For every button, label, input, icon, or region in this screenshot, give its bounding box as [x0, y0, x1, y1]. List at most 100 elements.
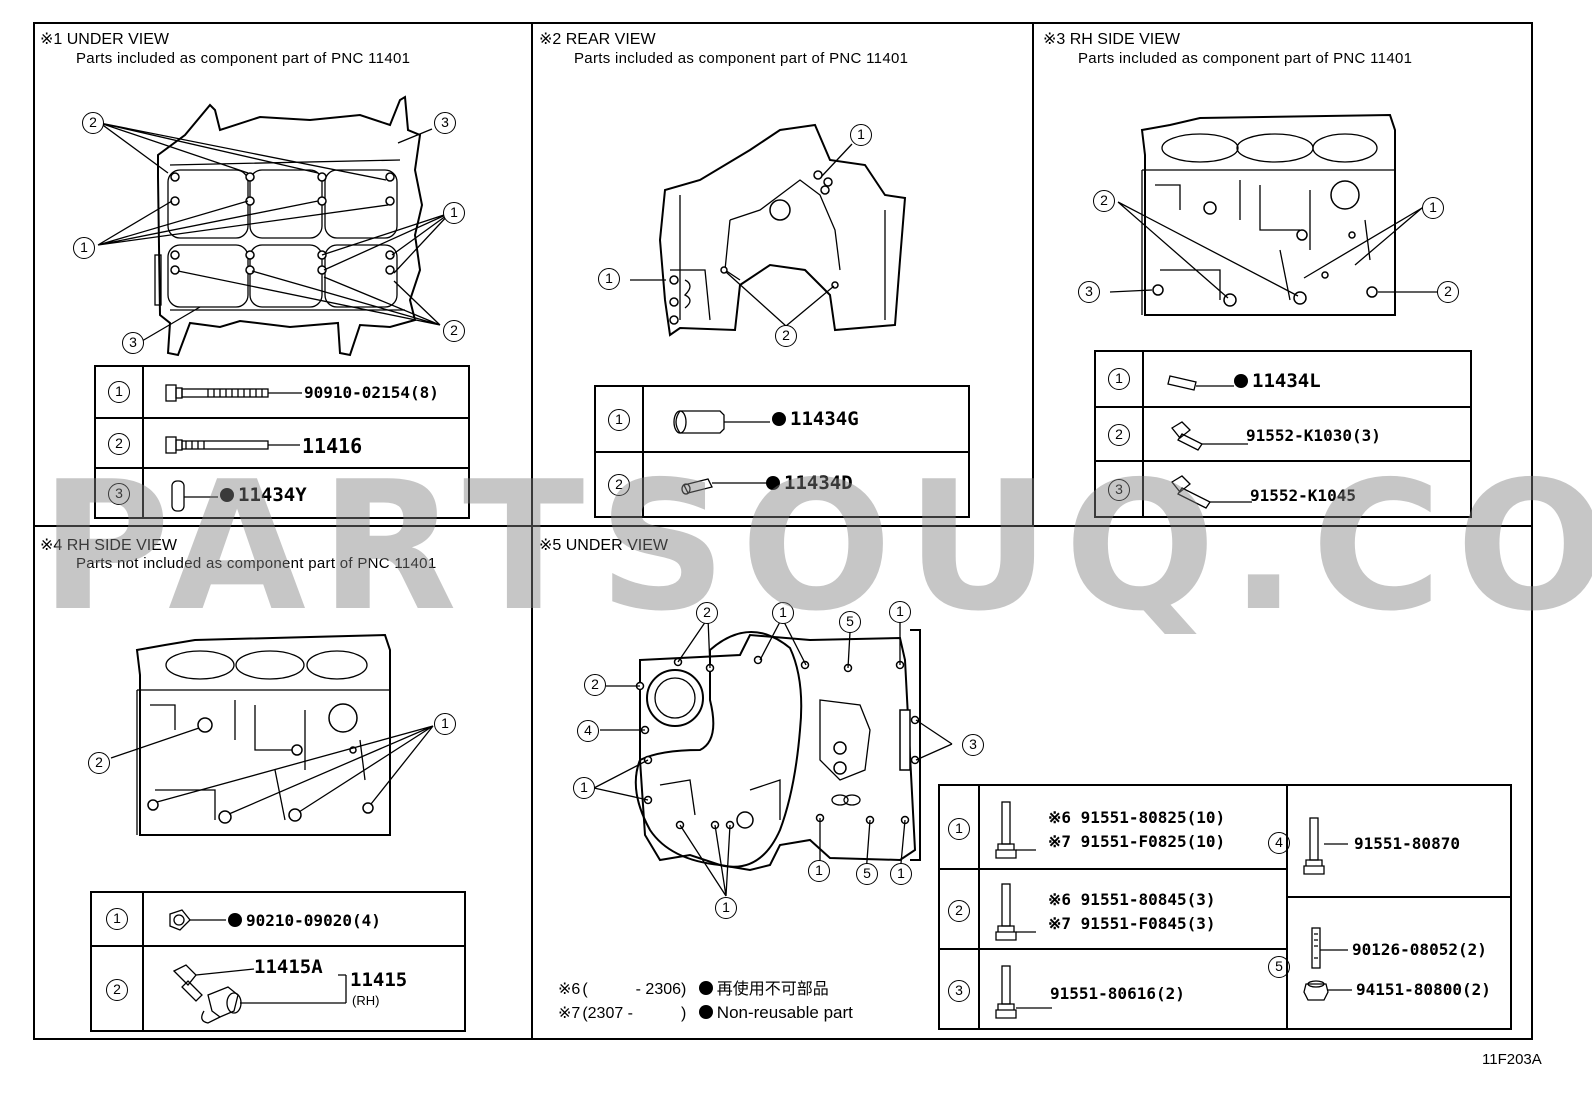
table-row: 2 11434D [596, 451, 968, 518]
divider-v1 [531, 22, 533, 1040]
knock-pin-small-icon [681, 478, 772, 495]
table-row: 2 91552-K1030(3) [1096, 406, 1470, 462]
flange-bolt-vertical-icon [995, 883, 1036, 941]
panel1-subtitle: Parts included as component part of PNC … [76, 50, 411, 67]
bolt-long-icon [165, 384, 302, 402]
panel2-parts-table: 1 11434G 2 11434D [594, 385, 970, 518]
panel5-parts-table-left: 1 ※6 91551-80825(10) ※7 91551-F0825(10) … [938, 784, 1288, 1030]
panel4-title: ※4 RH SIDE VIEW [40, 537, 177, 554]
panel5-callout-1-bottom-mid: 1 [808, 860, 830, 882]
part-number: ※7 91551-F0825(10) [1048, 832, 1226, 851]
part-number: 90210-09020(4) [228, 911, 381, 930]
divider-v3 [1286, 784, 1288, 1030]
panel5-callout-2-left: 2 [584, 674, 606, 696]
stud-and-nut-icon [1303, 927, 1352, 1001]
panel1-callout-2-bottom: 2 [443, 320, 465, 342]
table-row: 2 11416 [96, 417, 468, 469]
part-number: 90126-08052(2) [1352, 940, 1487, 959]
panel1-callout-3-top: 3 [434, 112, 456, 134]
row-number: 1 [108, 381, 130, 403]
panel5-callout-1-bottom-right: 1 [890, 863, 912, 885]
table-row: 1 ※6 91551-80825(10) ※7 91551-F0825(10) [940, 786, 1286, 870]
panel2-engine-block-rear-view [630, 123, 907, 337]
table-row: 3 11434Y [96, 467, 468, 519]
panel2-callout-1-left: 1 [598, 268, 620, 290]
panel5-callout-5-top: 5 [839, 611, 861, 633]
dowel-pin-icon [171, 480, 218, 512]
panel5-callout-4: 4 [577, 720, 599, 742]
row-number: 2 [108, 433, 130, 455]
panel1-callout-1-right: 1 [443, 202, 465, 224]
row-number: 1 [1108, 368, 1130, 390]
part-number: 90910-02154(8) [304, 383, 439, 402]
table-row: 1 11434G [596, 387, 968, 453]
flange-bolt-vertical-icon [1303, 817, 1348, 875]
table-row: 5 90126-08052(2) 94151-80800(2) [1268, 896, 1510, 1030]
row-number: 3 [108, 483, 130, 505]
row-number: 1 [608, 409, 630, 431]
panel1-callout-1-left: 1 [73, 237, 95, 259]
part-number: 91552-K1045 [1250, 486, 1356, 505]
part-number: ※7 91551-F0845(3) [1048, 914, 1216, 933]
panel5-callout-3: 3 [962, 734, 984, 756]
diagram-frame [33, 22, 1533, 1040]
panel2-title: ※2 REAR VIEW [539, 31, 656, 48]
table-row: 1 90910-02154(8) [96, 367, 468, 419]
row-number: 2 [106, 979, 128, 1001]
part-number: ※6 91551-80845(3) [1048, 890, 1216, 909]
panel3-parts-table: 1 11434L 2 91552-K1030(3) 3 91552-K1045 [1094, 350, 1472, 518]
panel5-callout-1-top: 1 [772, 602, 794, 624]
part-number: 11434D [766, 472, 853, 494]
row-number: 2 [608, 474, 630, 496]
part-number: 11434Y [220, 484, 307, 506]
table-row: 2 ※6 91551-80845(3) ※7 91551-F0845(3) [940, 868, 1286, 950]
part-number: 11415A [254, 956, 323, 978]
part-number: 91551-80616(2) [1050, 984, 1185, 1003]
flange-bolt-long-icon [1171, 475, 1252, 509]
part-number: 91551-80870 [1354, 834, 1460, 853]
drain-cock-icon [172, 964, 347, 1024]
bolt-short-icon [165, 436, 300, 454]
panel1-callout-3-bottom: 3 [122, 332, 144, 354]
union-bolt-icon [169, 909, 226, 931]
panel5-callout-2-top: 2 [696, 602, 718, 624]
panel5-title: ※5 UNDER VIEW [539, 537, 668, 554]
part-number: ※6 91551-80825(10) [1048, 808, 1226, 827]
panel2-subtitle: Parts included as component part of PNC … [574, 50, 909, 67]
part-number: 11434G [772, 408, 859, 430]
panel1-parts-table: 1 90910-02154(8) 2 11416 3 11434Y [94, 365, 470, 519]
panel5-parts-table-right: 4 91551-80870 5 90126-08052(2) 94151-808… [1268, 784, 1512, 1030]
table-row: 2 11415A 11415 (RH) [92, 945, 464, 1032]
footnote-6: ※6( - 2306) 再使用不可部品 [558, 979, 829, 998]
row-number: 1 [948, 818, 970, 840]
panel5-oil-pan-under-view [593, 617, 953, 897]
figure-code: 11F203A [1482, 1051, 1542, 1068]
panel3-title: ※3 RH SIDE VIEW [1043, 31, 1180, 48]
flange-bolt-vertical-icon [995, 965, 1052, 1019]
knock-pin-large-icon [673, 410, 770, 434]
row-number: 5 [1268, 956, 1290, 978]
part-number: 94151-80800(2) [1356, 980, 1491, 999]
table-row: 1 11434L [1096, 352, 1470, 408]
row-number: 2 [948, 900, 970, 922]
panel3-callout-2-left: 2 [1093, 190, 1115, 212]
part-number: 11415 [350, 969, 408, 991]
panel1-engine-block-under-view [97, 95, 451, 357]
panel3-callout-2-right: 2 [1437, 281, 1459, 303]
panel4-subtitle: Parts not included as component part of … [76, 555, 437, 572]
table-row: 3 91551-80616(2) [940, 948, 1286, 1030]
divider-v2 [1032, 22, 1034, 526]
panel4-callout-2: 2 [88, 752, 110, 774]
row-number: 1 [106, 908, 128, 930]
part-number: 11434L [1234, 370, 1321, 392]
panel3-callout-3: 3 [1078, 281, 1100, 303]
panel5-callout-5-bottom: 5 [856, 863, 878, 885]
panel2-callout-2: 2 [775, 325, 797, 347]
pin-icon [1167, 375, 1234, 391]
row-number: 2 [1108, 424, 1130, 446]
part-side-note: (RH) [352, 993, 380, 1008]
part-number: 11416 [302, 434, 363, 458]
row-number: 4 [1268, 832, 1290, 854]
panel3-callout-1: 1 [1422, 197, 1444, 219]
panel4-parts-table: 1 90210-09020(4) 2 11415A 11415 (RH) [90, 891, 466, 1032]
